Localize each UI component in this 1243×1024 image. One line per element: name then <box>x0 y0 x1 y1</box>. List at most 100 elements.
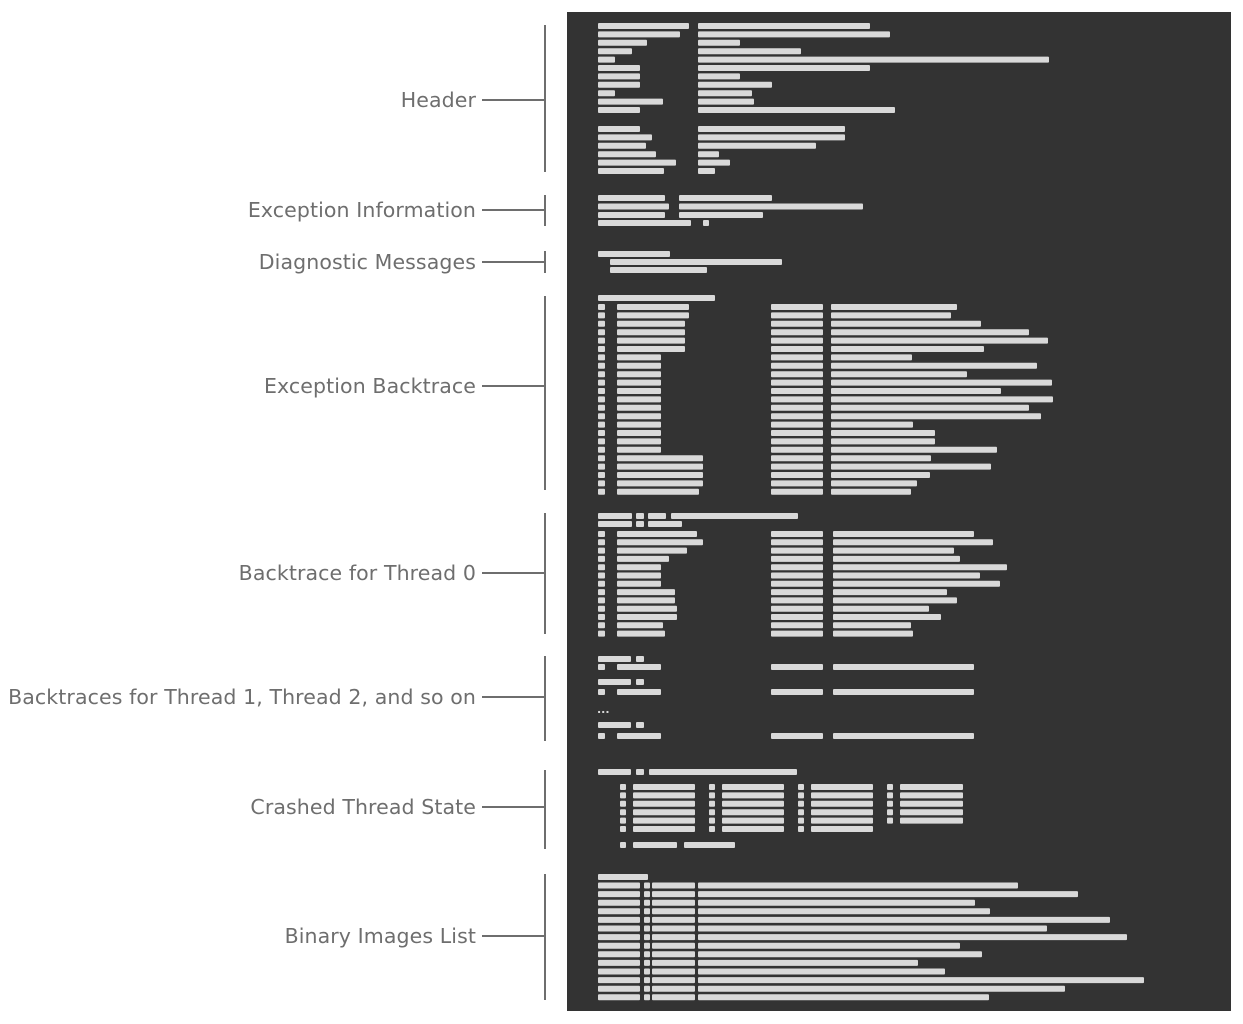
register-row <box>811 800 873 807</box>
thread-frame <box>771 733 823 739</box>
register-row <box>900 809 963 816</box>
exception-info-line <box>679 203 863 210</box>
crash-report-panel <box>567 12 1231 1011</box>
exception-backtrace-frame <box>617 421 661 428</box>
exception-info-line <box>598 212 665 218</box>
binary-image-entry <box>644 908 650 915</box>
thread-title <box>598 656 631 662</box>
exception-backtrace-frame <box>598 488 605 495</box>
register-row <box>887 792 893 799</box>
exception-backtrace-frame <box>617 472 703 478</box>
thread-title <box>636 656 644 662</box>
exception-backtrace-frame <box>831 396 1053 403</box>
exception-backtrace-frame <box>831 430 935 436</box>
exception-backtrace-frame <box>617 320 685 327</box>
exception-backtrace-frame <box>831 463 991 470</box>
exception-backtrace-frame <box>617 430 661 436</box>
header-line <box>598 159 676 166</box>
exception-backtrace-frame <box>831 362 1037 369</box>
exception-backtrace-frame <box>831 304 957 310</box>
thread-frame <box>617 689 661 695</box>
thread-0-frame <box>598 614 605 620</box>
thread-0-title <box>598 521 632 527</box>
register-row <box>633 826 695 832</box>
exception-backtrace-frame <box>771 413 823 420</box>
exception-backtrace-frame <box>771 320 823 327</box>
exception-backtrace-frame <box>598 362 605 369</box>
header-line <box>698 23 870 29</box>
exception-backtrace-frame <box>617 396 661 403</box>
header-line <box>598 98 663 105</box>
binary-image-entry <box>698 908 990 915</box>
thread-title <box>636 722 644 728</box>
header-line <box>598 23 689 29</box>
binary-image-entry <box>598 985 640 992</box>
header-line <box>698 65 870 71</box>
register-row <box>798 800 804 807</box>
binary-image-entry <box>644 882 650 889</box>
thread-0-frame <box>598 531 605 537</box>
exception-backtrace-frame <box>598 463 605 470</box>
header-line <box>598 81 640 88</box>
exception-backtrace-frame <box>831 329 1029 336</box>
thread-frame <box>617 664 661 670</box>
binary-image-entry <box>652 985 695 992</box>
binary-image-entry <box>652 951 695 958</box>
exception-backtrace-frame <box>771 446 823 453</box>
section-brackets <box>482 25 546 1000</box>
binary-image-entry <box>652 968 695 975</box>
binary-image-entry <box>598 899 640 906</box>
exception-backtrace-frame <box>617 463 703 470</box>
exception-backtrace-frame <box>598 329 605 336</box>
binary-image-entry <box>644 891 650 898</box>
exception-backtrace-frame <box>771 455 823 462</box>
register-row <box>811 817 873 824</box>
exception-backtrace-frame <box>617 362 661 369</box>
diagnostic-message-line <box>610 259 782 265</box>
header-line <box>698 31 890 38</box>
header-line <box>598 39 647 46</box>
exception-backtrace-frame <box>831 320 981 327</box>
header-line <box>698 168 715 174</box>
header-line <box>598 134 652 141</box>
exception-backtrace-frame <box>771 337 823 344</box>
thread-frame <box>833 689 974 695</box>
register-row <box>620 792 626 799</box>
thread-0-title <box>648 513 666 519</box>
exception-backtrace-frame <box>831 480 917 487</box>
thread-0-frame <box>771 589 823 596</box>
thread-frame <box>771 664 823 670</box>
binary-image-entry <box>652 882 695 889</box>
register-row <box>887 817 893 824</box>
thread-0-frame <box>833 589 947 596</box>
header-line <box>598 107 640 113</box>
thread-0-frame <box>833 597 957 604</box>
thread-0-frame <box>771 539 823 546</box>
register-row <box>709 826 715 832</box>
thread-0-frame <box>598 630 605 637</box>
thread-0-frame <box>833 622 911 629</box>
header-line <box>598 151 656 158</box>
thread-0-frame <box>617 564 661 571</box>
exception-backtrace-frame <box>771 362 823 369</box>
thread-0-title <box>671 513 798 519</box>
thread-0-frame <box>771 531 823 537</box>
exception-backtrace-frame <box>598 346 605 352</box>
header-line <box>698 159 730 166</box>
register-row <box>798 826 804 832</box>
exception-backtrace-frame <box>598 404 605 411</box>
exception-backtrace-frame <box>771 379 823 386</box>
thread-0-frame <box>598 564 605 571</box>
register-row <box>633 800 695 807</box>
exception-backtrace-frame <box>598 438 605 445</box>
header-line <box>698 39 740 46</box>
register-row <box>722 784 784 790</box>
exception-info-line <box>598 220 691 226</box>
register-row <box>620 784 626 790</box>
binary-image-entry <box>698 916 1110 923</box>
exception-backtrace-frame <box>771 404 823 411</box>
binary-image-entry <box>652 994 695 1001</box>
thread-0-frame <box>617 539 703 546</box>
exception-backtrace-frame <box>771 396 823 403</box>
register-row <box>620 809 626 816</box>
